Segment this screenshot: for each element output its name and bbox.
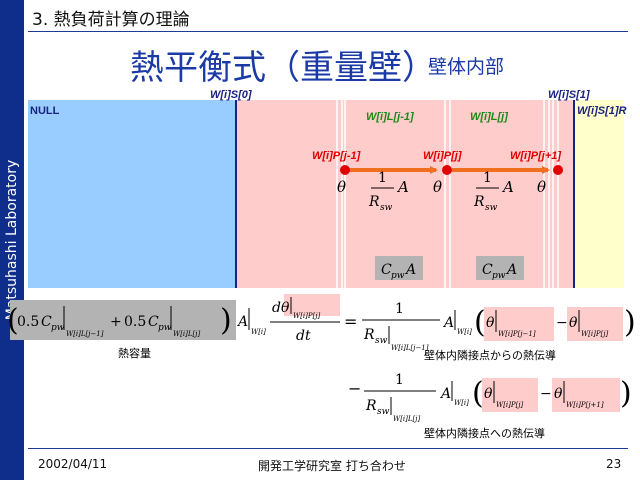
svg-text:W[i]P[j+1]: W[i]P[j+1] <box>566 401 604 409</box>
theta-next: θ <box>537 178 546 196</box>
title-divider <box>28 31 628 32</box>
svg-text:A: A <box>404 262 416 278</box>
sidebar-band <box>0 0 24 480</box>
area-sub-1: W[i] <box>251 328 266 336</box>
caption-conduction-to: 壁体内隣接点への熱伝導 <box>424 426 545 440</box>
svg-text:1: 1 <box>395 301 404 317</box>
svg-text:W[i]P[j]: W[i]P[j] <box>581 330 609 338</box>
svg-text:−: − <box>348 379 361 398</box>
svg-text:1: 1 <box>395 372 404 388</box>
layer-cur-label: W[i]L[j] <box>470 111 508 123</box>
capacity-box-1: C pw A <box>375 256 423 281</box>
svg-text:1: 1 <box>483 170 492 186</box>
page-title: 熱平衡式（重量壁） <box>130 48 436 88</box>
svg-text:θ: θ <box>569 315 578 331</box>
svg-text:W[i]P[j]: W[i]P[j] <box>496 401 524 409</box>
node-point-prev <box>340 165 350 175</box>
svg-text:A: A <box>439 386 451 402</box>
svg-text:(: ( <box>474 305 486 340</box>
svg-text:C: C <box>381 262 392 278</box>
footer-date: 2002/04/11 <box>38 457 108 471</box>
point-cur-label: W[i]P[j] <box>423 150 462 162</box>
layer-prev-label: W[i]L[j-1] <box>366 111 414 123</box>
svg-text:d: d <box>272 300 281 316</box>
conduction-term-to: − 1 R sw W[i]L[j] A W[i] ( θ W[i]P[j] − … <box>348 372 632 423</box>
resistance-fraction-1: 1 R sw A <box>368 170 409 213</box>
wall-s0-label: W[i]S[0] <box>210 89 252 101</box>
point-prev-label: W[i]P[j-1] <box>312 150 361 162</box>
svg-text:θ: θ <box>554 386 563 402</box>
svg-text:C: C <box>148 314 159 330</box>
time-derivative: d θ W[i]P[j] dt <box>270 294 340 344</box>
page-number: 23 <box>606 457 622 471</box>
theta-cur: θ <box>433 178 442 196</box>
svg-text:W[i]: W[i] <box>457 328 472 336</box>
equals-sign: = <box>344 312 357 331</box>
svg-text:0.5: 0.5 <box>17 314 39 330</box>
svg-text:pw: pw <box>158 323 172 333</box>
heat-capacity-term: ( 0.5 C pw W[i]L[j−1] + 0.5 C pw W[i]L[j… <box>7 300 236 340</box>
svg-text:W[i]L[j]: W[i]L[j] <box>393 415 420 423</box>
node-point-next <box>553 165 563 175</box>
svg-text:W[i]: W[i] <box>454 399 469 407</box>
svg-text:A: A <box>396 178 409 196</box>
caption-heat-capacity: 熱容量 <box>118 346 151 360</box>
svg-text:R: R <box>368 194 380 210</box>
svg-text:A: A <box>442 315 454 331</box>
area-symbol-1: A <box>236 314 248 330</box>
svg-text:W[i]L[j−1]: W[i]L[j−1] <box>66 330 104 338</box>
theta-prev: θ <box>337 178 346 196</box>
wall-s1r-label: W[i]S[1]R <box>577 105 627 117</box>
svg-text:R: R <box>363 327 375 343</box>
caption-conduction-from: 壁体内隣接点からの熱伝導 <box>424 348 556 362</box>
svg-text:1: 1 <box>378 170 387 186</box>
svg-text:sw: sw <box>380 203 393 213</box>
svg-text:): ) <box>624 305 636 340</box>
svg-text:pw: pw <box>51 323 65 333</box>
svg-text:(: ( <box>472 376 484 411</box>
svg-text:W[i]P[j−1]: W[i]P[j−1] <box>498 330 536 338</box>
svg-text:sw: sw <box>377 407 390 417</box>
capacity-box-2: C pw A <box>476 256 524 281</box>
svg-text:+: + <box>110 314 122 330</box>
node-point-cur <box>442 165 452 175</box>
resistance-fraction-2: 1 R sw A <box>473 170 514 213</box>
outer-region <box>574 100 624 288</box>
svg-text:R: R <box>473 194 485 210</box>
svg-text:0.5: 0.5 <box>124 314 146 330</box>
svg-text:θ: θ <box>486 315 495 331</box>
page-subtitle: 壁体内部 <box>428 56 505 78</box>
svg-text:): ) <box>620 376 632 411</box>
null-label: NULL <box>30 105 60 117</box>
section-title: 3. 熱負荷計算の理論 <box>32 10 190 30</box>
svg-text:W[i]P[j]: W[i]P[j] <box>293 312 321 320</box>
conduction-term-from: 1 R sw W[i]L[j−1] A W[i] ( θ W[i]P[j−1] … <box>362 301 636 352</box>
svg-text:sw: sw <box>375 336 388 346</box>
svg-text:W[i]L[j−1]: W[i]L[j−1] <box>391 344 429 352</box>
svg-text:−: − <box>540 386 552 402</box>
layer-separators <box>336 100 559 288</box>
svg-text:W[i]L[j]: W[i]L[j] <box>173 330 200 338</box>
svg-text:−: − <box>556 315 568 331</box>
footer-divider <box>28 448 628 449</box>
svg-text:θ: θ <box>281 300 290 316</box>
svg-text:pw: pw <box>492 271 506 281</box>
svg-text:θ: θ <box>484 386 493 402</box>
svg-text:): ) <box>220 303 232 338</box>
wall-s1-label: W[i]S[1] <box>548 89 590 101</box>
point-next-label: W[i]P[j+1] <box>510 150 561 162</box>
svg-text:(: ( <box>7 303 19 338</box>
svg-text:A: A <box>505 262 517 278</box>
svg-text:A: A <box>501 178 514 196</box>
svg-text:sw: sw <box>485 203 498 213</box>
svg-text:C: C <box>482 262 493 278</box>
null-region <box>28 100 236 288</box>
svg-text:C: C <box>41 314 52 330</box>
svg-text:pw: pw <box>391 271 405 281</box>
svg-text:R: R <box>365 398 377 414</box>
svg-text:dt: dt <box>296 328 311 344</box>
footer-title: 開発工学研究室 打ち合わせ <box>258 459 406 473</box>
